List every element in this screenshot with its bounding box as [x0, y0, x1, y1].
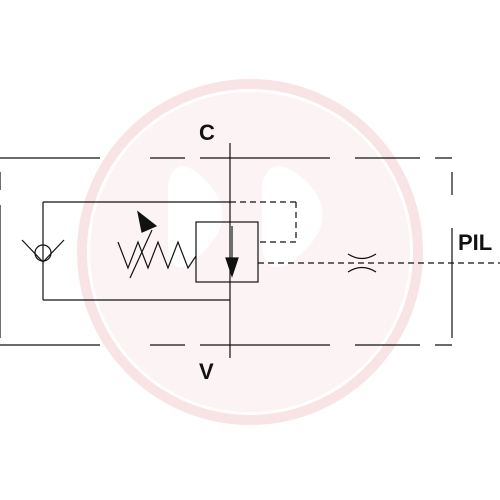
port-label-v: V — [199, 359, 214, 384]
adjust-arrow-shaft — [129, 229, 153, 279]
bypass-loop — [42, 201, 230, 301]
pilot-line — [230, 201, 500, 264]
watermark-shape-left — [168, 166, 223, 268]
port-label-c: C — [199, 120, 215, 145]
check-valve-symbol — [21, 239, 65, 263]
watermark-logo — [77, 79, 423, 425]
valve-spool-symbol — [195, 221, 259, 283]
fixed-orifice-symbol — [347, 253, 377, 273]
watermark-shape-right — [262, 166, 323, 268]
enclosure-boundary — [0, 157, 453, 346]
adjust-arrow-head — [137, 210, 158, 233]
adjustable-spring-symbol — [117, 210, 197, 279]
port-label-pil: PIL — [458, 230, 492, 255]
